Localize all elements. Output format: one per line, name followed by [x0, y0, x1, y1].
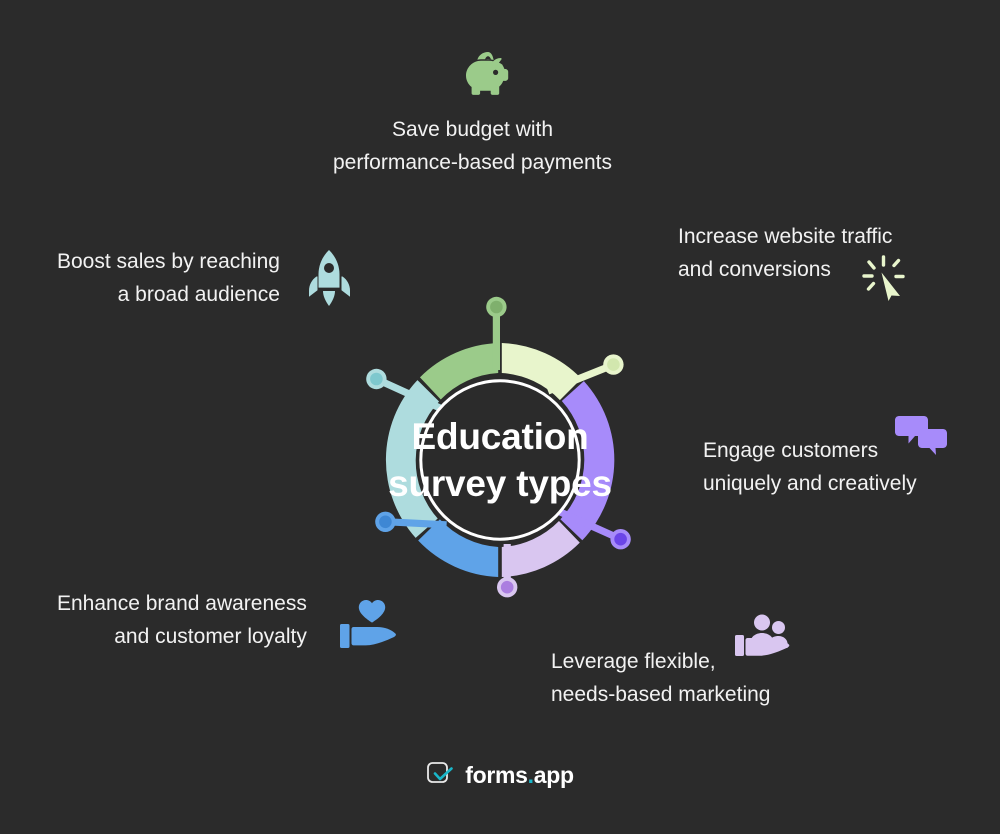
- piggy-bank-icon: [463, 50, 517, 100]
- label-engage-customers-line2: uniquely and creatively: [703, 471, 917, 495]
- label-increase-traffic: Increase website traffic and conversions: [678, 221, 892, 286]
- dot-leverage-marketing: [497, 577, 518, 598]
- dot-save-budget: [486, 296, 507, 318]
- label-brand-awareness-line2: and customer loyalty: [114, 624, 307, 648]
- chat-bubbles-icon: [895, 415, 947, 457]
- label-boost-sales-line2: a broad audience: [117, 282, 280, 306]
- forms-app-wordmark: forms.app: [465, 762, 574, 789]
- dot-brand-awareness: [375, 511, 396, 532]
- logo-dot: .: [527, 761, 534, 788]
- dot-engage-customers: [610, 529, 631, 550]
- label-save-budget-line1: Save budget with: [391, 118, 554, 141]
- connector-engage-customers: [552, 505, 620, 542]
- logo-word-forms: forms: [465, 761, 528, 788]
- label-increase-traffic-line2: and conversions: [678, 257, 831, 281]
- forms-app-check-icon: [426, 760, 456, 790]
- hand-heart-icon: [340, 600, 396, 648]
- label-leverage-marketing-line1: Leverage flexible,: [551, 650, 716, 673]
- connector-boost-sales: [377, 376, 446, 413]
- dot-increase-traffic: [603, 354, 624, 375]
- label-boost-sales: Boost sales by reaching a broad audience: [57, 246, 280, 311]
- hub-circle: [419, 379, 581, 541]
- donut-wheel-svg: [366, 296, 631, 598]
- rocket-icon: [305, 250, 353, 306]
- label-save-budget-line2: performance-based payments: [333, 150, 612, 174]
- connector-increase-traffic: [546, 362, 613, 395]
- forms-app-logo: forms.app: [0, 760, 1000, 790]
- logo-word-app: app: [533, 761, 574, 788]
- arc-save-budget: [419, 343, 499, 400]
- connector-brand-awareness: [387, 518, 447, 529]
- label-save-budget: Save budget with performance-based payme…: [333, 114, 612, 179]
- label-leverage-marketing-line2: needs-based marketing: [551, 682, 771, 706]
- label-engage-customers-line1: Engage customers: [703, 439, 879, 462]
- label-increase-traffic-line1: Increase website traffic: [678, 225, 893, 248]
- label-brand-awareness-line1: Enhance brand awareness: [57, 592, 307, 615]
- arc-engage-customers: [560, 381, 615, 541]
- arc-boost-sales: [385, 380, 440, 538]
- donut-wheel: [290, 250, 710, 670]
- arc-leverage-marketing: [501, 520, 580, 577]
- label-engage-customers: Engage customers uniquely and creatively: [703, 435, 917, 500]
- arc-brand-awareness: [418, 519, 499, 577]
- label-leverage-marketing: Leverage flexible, needs-based marketing: [551, 646, 770, 711]
- cursor-click-icon: [860, 255, 906, 301]
- label-boost-sales-line1: Boost sales by reaching: [57, 250, 280, 273]
- label-brand-awareness: Enhance brand awareness and customer loy…: [57, 588, 307, 653]
- hand-people-icon: [735, 614, 791, 658]
- dot-boost-sales: [366, 368, 387, 390]
